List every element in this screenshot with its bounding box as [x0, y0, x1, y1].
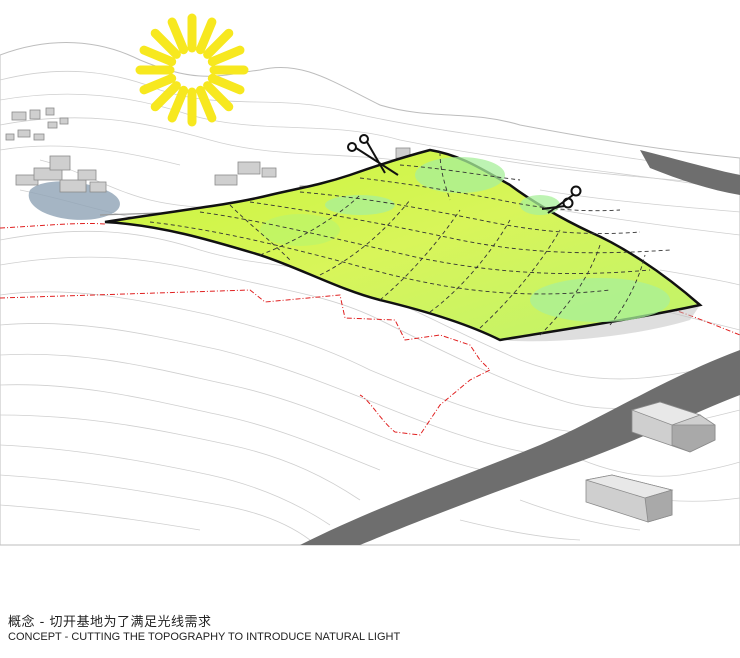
buildings	[5, 107, 716, 523]
caption-english: CONCEPT - CUTTING THE TOPOGRAPHY TO INTR…	[8, 631, 401, 643]
topography-concept-illustration	[0, 13, 740, 546]
road	[300, 350, 740, 545]
scissors-icon	[541, 185, 582, 214]
cut-topography-surface	[104, 148, 703, 342]
caption-chinese: 概念 - 切开基地为了满足光线需求	[8, 615, 212, 630]
building-large	[630, 401, 716, 453]
sun-icon	[135, 13, 249, 127]
road-top	[640, 150, 740, 195]
scissors-icon	[347, 134, 399, 176]
site-boundary	[0, 222, 491, 436]
building-small	[585, 474, 674, 523]
